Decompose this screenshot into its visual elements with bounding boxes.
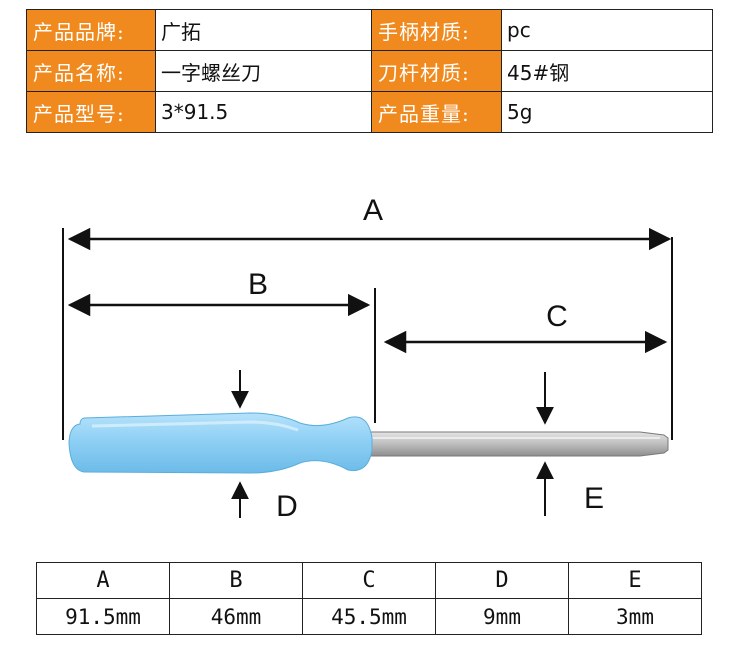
dimension-header: A (36, 562, 170, 599)
spec-table: 产品品牌: 广拓 手柄材质: pc 产品名称: 一字螺丝刀 刀杆材质: 45#钢… (26, 9, 713, 133)
dimension-value: 91.5mm (36, 598, 170, 635)
diagram-graphics (62, 227, 673, 518)
dimension-header: D (435, 562, 569, 599)
spec-label: 产品重量: (371, 91, 502, 133)
spec-value: 一字螺丝刀 (155, 50, 372, 92)
dimension-value: 46mm (169, 598, 303, 635)
spec-value: 广拓 (155, 9, 372, 51)
screwdriver-shaft (369, 431, 669, 457)
spec-value: 3*91.5 (155, 91, 372, 133)
spec-value: pc (501, 9, 713, 51)
dimension-b-label: B (247, 268, 269, 301)
dimension-header: C (302, 562, 436, 599)
spec-value: 45#钢 (501, 50, 713, 92)
dimension-a-label: A (362, 194, 384, 227)
spec-label: 产品型号: (26, 91, 156, 133)
handle-highlight (91, 420, 299, 432)
dimension-e-label: E (583, 482, 605, 515)
dimension-value: 45.5mm (302, 598, 436, 635)
dimension-value: 9mm (435, 598, 569, 635)
dimension-header-row: A B C D E (36, 562, 702, 599)
spec-label: 刀杆材质: (371, 50, 502, 92)
spec-value: 5g (501, 91, 713, 133)
dimension-d-label: D (276, 490, 298, 523)
spec-row: 产品品牌: 广拓 手柄材质: pc (26, 9, 713, 51)
spec-label: 产品品牌: (26, 9, 156, 51)
dimension-c-label: C (546, 300, 568, 333)
dimension-header: E (568, 562, 702, 599)
spec-row: 产品名称: 一字螺丝刀 刀杆材质: 45#钢 (26, 50, 713, 92)
dimension-value-row: 91.5mm 46mm 45.5mm 9mm 3mm (36, 598, 702, 635)
spec-row: 产品型号: 3*91.5 产品重量: 5g (26, 91, 713, 133)
dimension-table: A B C D E 91.5mm 46mm 45.5mm 9mm 3mm (36, 562, 702, 635)
spec-label: 手柄材质: (371, 9, 502, 51)
spec-label: 产品名称: (26, 50, 156, 92)
dimension-header: B (169, 562, 303, 599)
screwdriver-diagram: A B C D E (0, 180, 740, 540)
dimension-value: 3mm (568, 598, 702, 635)
